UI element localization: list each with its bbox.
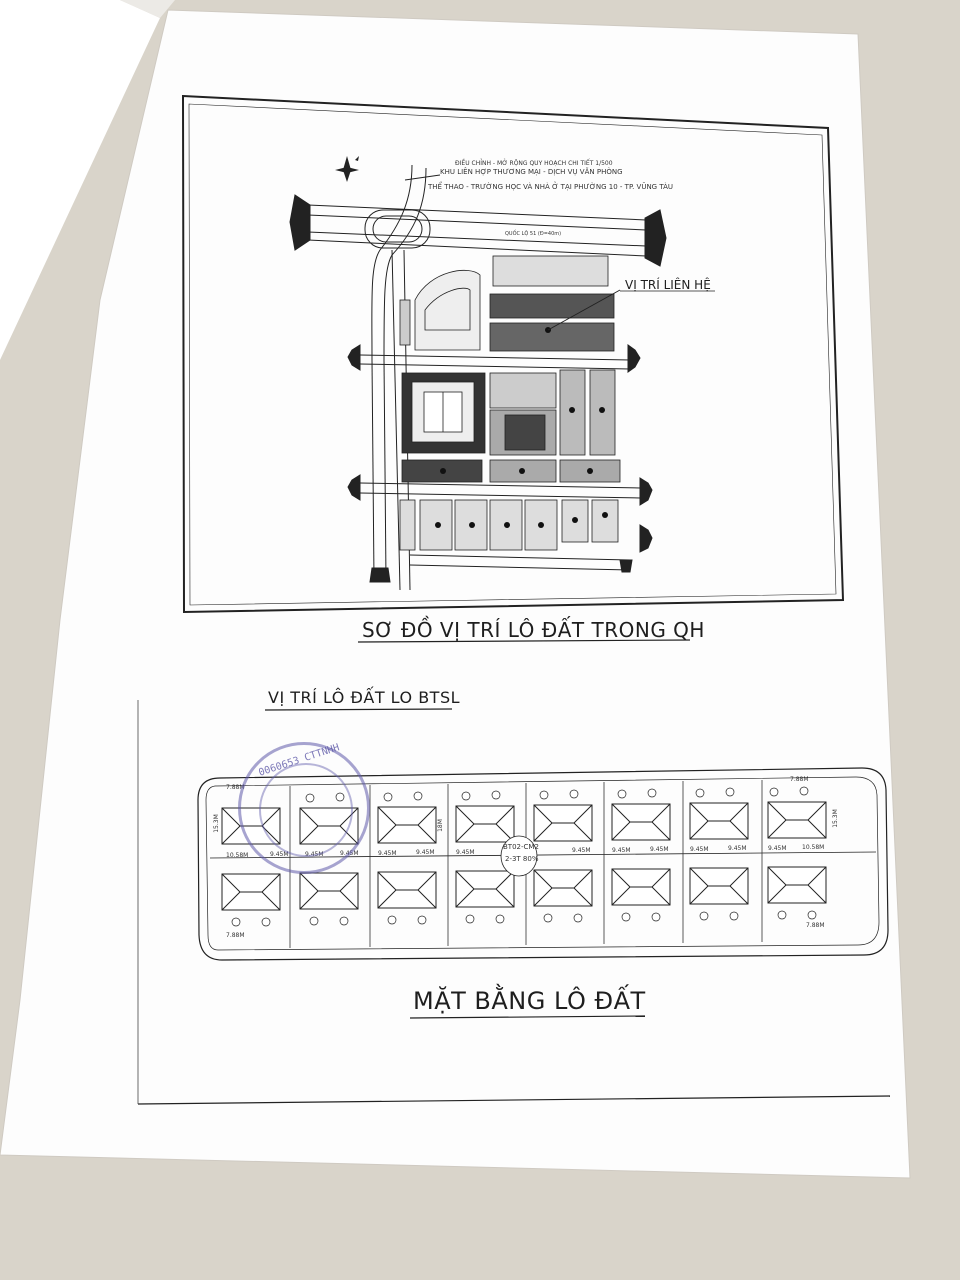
plan-title: SƠ ĐỒ VỊ TRÍ LÔ ĐẤT TRONG QH — [362, 618, 705, 642]
depth-label: 15.3M — [212, 814, 220, 833]
plan-header-line-1: ĐIỀU CHỈNH - MỞ RỘNG QUY HOẠCH CHI TIẾT … — [455, 160, 613, 167]
lot-location-title: VỊ TRÍ LÔ ĐẤT LO BTSL — [268, 688, 461, 707]
dim-label: 7.88M — [806, 922, 825, 929]
location-reference-label: VỊ TRÍ LIÊN HỆ — [625, 278, 711, 292]
dim-label: 9.45M — [650, 846, 669, 853]
dim-label: 9.45M — [612, 847, 631, 854]
lot-code-label: BT02-CM2 — [503, 843, 539, 851]
lot-number-markers — [231, 786, 817, 927]
plan-border — [181, 94, 845, 614]
dim-label: 7.88M — [226, 932, 245, 939]
dim-label: 9.45M — [690, 846, 709, 853]
dim-label: 9.45M — [378, 850, 397, 857]
lot-density-label: 2-3T 80% — [505, 855, 539, 863]
lot-plan-title: MẶT BẰNG LÔ ĐẤT — [413, 987, 646, 1015]
road-network — [289, 164, 667, 591]
dim-label: 9.45M — [728, 845, 747, 852]
north-arrow-icon — [335, 156, 359, 182]
urban-blocks — [399, 255, 621, 551]
road-label: QUỐC LỘ 51 (Đ=40m) — [505, 231, 562, 237]
depth-label: 18M — [436, 819, 444, 832]
plan-header-line-3: THỂ THAO - TRƯỜNG HỌC VÀ NHÀ Ở TẠI PHƯỜN… — [428, 183, 673, 191]
company-stamp: 0060653 CTTNHH — [238, 742, 370, 874]
dim-label: 9.45M — [768, 845, 787, 852]
dim-label: 9.45M — [416, 849, 435, 856]
dim-label: 9.45M — [456, 849, 475, 856]
dim-label: 10.58M — [226, 852, 249, 859]
block-markers — [435, 327, 608, 528]
dim-label: 10.58M — [802, 844, 825, 851]
plan-header-line-2: KHU LIÊN HỢP THƯƠNG MẠI - DỊCH VỤ VĂN PH… — [440, 168, 623, 176]
dim-label: 9.45M — [572, 847, 591, 854]
house-footprints — [221, 801, 827, 911]
dim-label: 7.88M — [226, 784, 245, 791]
depth-label: 15.3M — [831, 809, 839, 828]
dim-label: 7.88M — [790, 776, 809, 783]
